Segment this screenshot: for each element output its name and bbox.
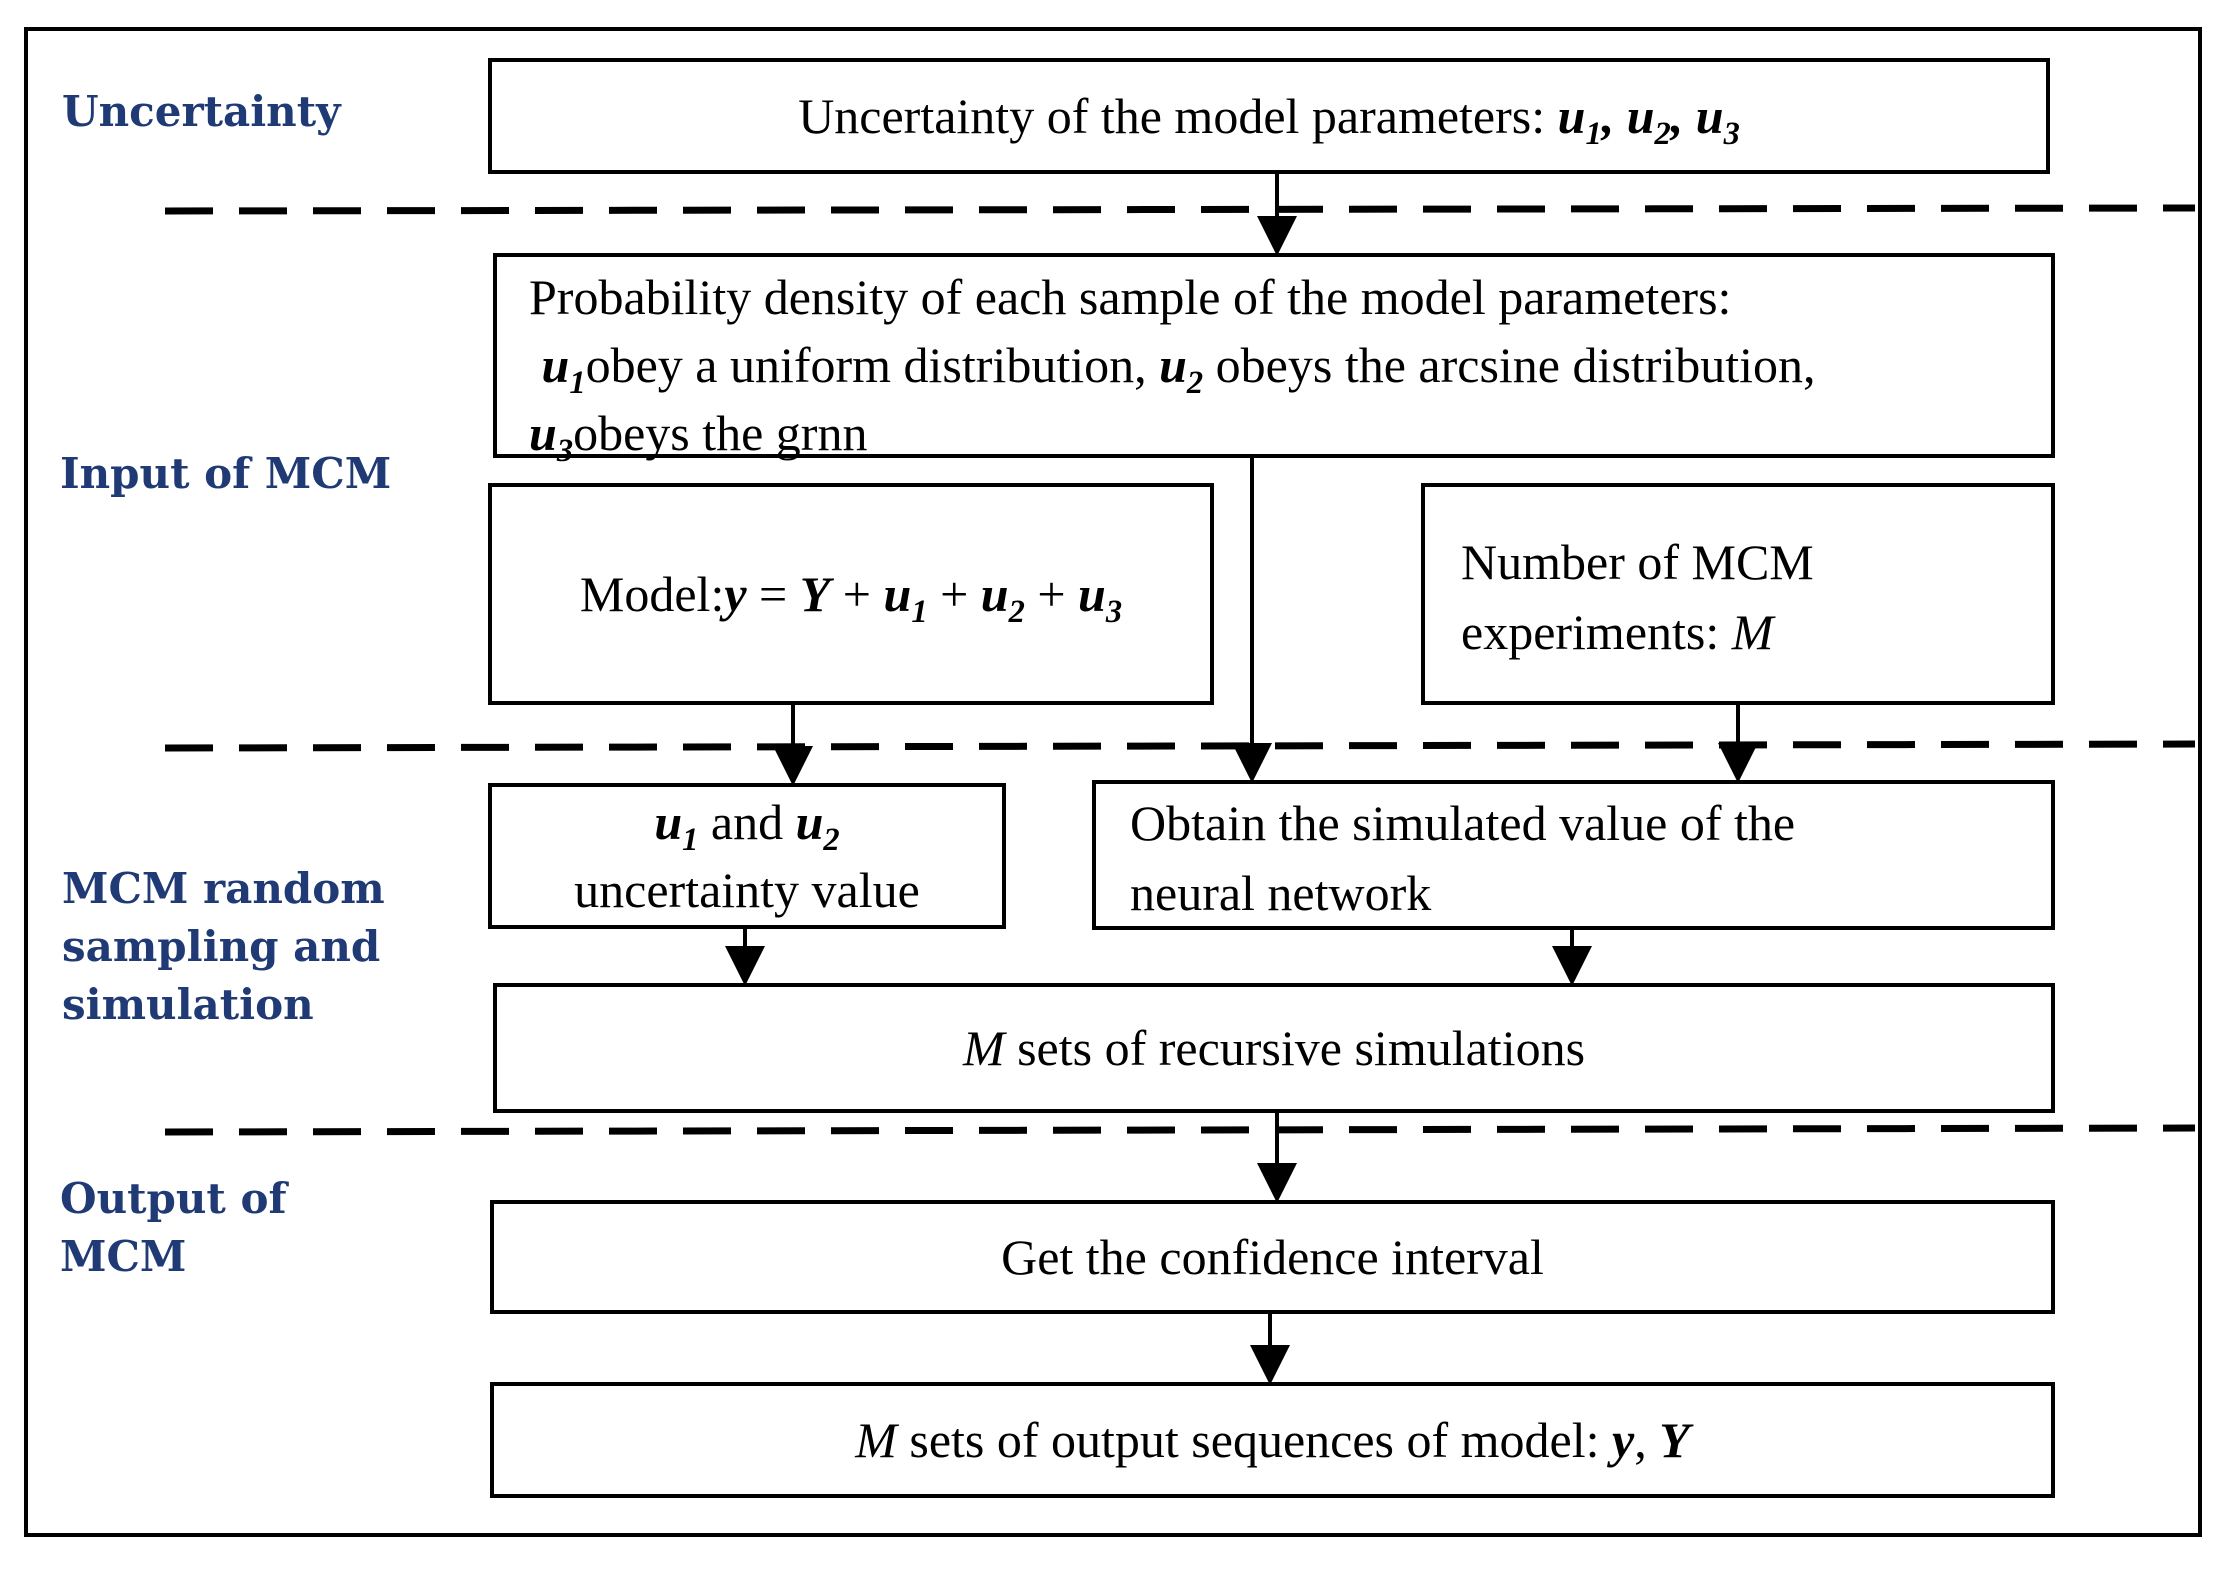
recursive-simulations-box: M sets of recursive simulations [493,983,2055,1113]
comma-2: , [1670,88,1684,144]
probability-line-3: u3obeys the grnn [529,405,868,469]
output-sequences-text: sets of output sequences of model: [909,1412,1600,1468]
confidence-interval-box: Get the confidence interval [490,1200,2055,1314]
stage-label-input: Input of MCM [60,449,392,498]
u3-symbol: u3 [1695,88,1740,152]
uncertainty-parameters-text: Uncertainty of the model parameters: [798,88,1546,144]
recursive-text: sets of recursive simulations [1017,1020,1586,1076]
stage-label-output-line-2: MCM [60,1232,187,1281]
uncertainty-parameters-box: Uncertainty of the model parameters: u1,… [488,58,2050,174]
diagram-frame [24,27,2202,1537]
experiments-line-1: Number of MCM [1461,534,1814,590]
u3-symbol: u3 [1078,566,1123,630]
number-of-experiments-box: Number of MCM experiments: M [1421,483,2055,705]
stage-label-uncertainty: Uncertainty [62,87,341,136]
model-equation-box: Model:y = Y + u1 + u2 + u3 [488,483,1214,705]
equals-sign: = [759,566,788,622]
u2-symbol: u2 [980,566,1025,630]
experiments-line-2: experiments: M [1461,604,1774,660]
stage-label-sampling-line-3: simulation [62,980,314,1029]
u1-u2-uncertainty-box: u1 and u2 uncertainty value [488,783,1006,929]
u1-symbol: u1 [1557,88,1602,152]
confidence-text: Get the confidence interval [1001,1229,1544,1285]
simulated-line-2: neural network [1130,865,1432,921]
simulated-line-1: Obtain the simulated value of the [1130,795,1796,851]
y-symbol: y [1612,1412,1635,1468]
stage-label-sampling-line-2: sampling and [62,922,381,971]
stage-label-output-line-1: Output of [60,1174,287,1223]
M-symbol: M [1731,604,1774,660]
stage-label-sampling-line-1: MCM random [62,864,385,913]
y-symbol: y [724,566,747,622]
stage-label-sampling: MCM random sampling and simulation [62,860,385,1034]
Y-symbol: Y [799,566,831,622]
M-symbol: M [855,1412,897,1468]
M-symbol: M [962,1020,1005,1076]
u3-symbol: u3 [529,405,574,469]
u2-symbol: u2 [795,794,840,858]
model-prefix: Model: [579,566,725,622]
u1-u2-line-1: u1 and u2 [654,794,840,858]
u2-symbol: u2 [1626,88,1671,152]
u1-symbol: u1 [883,566,928,630]
probability-density-box: Probability density of each sample of th… [493,253,2055,467]
probability-line-2: u1obey a uniform distribution, u2 obeys … [541,337,1816,401]
u2-symbol: u2 [1159,337,1204,401]
output-sequences-box: M sets of output sequences of model: y, … [490,1382,2055,1498]
u1-symbol: u1 [654,794,699,858]
stage-label-output: Output of MCM [60,1170,287,1286]
u1-u2-line-2: uncertainty value [574,862,920,918]
probability-line-1: Probability density of each sample of th… [529,269,1732,325]
u1-symbol: u1 [541,337,586,401]
comma-1: , [1601,88,1615,144]
Y-symbol: Y [1659,1412,1690,1468]
simulated-value-box: Obtain the simulated value of the neural… [1092,780,2055,930]
